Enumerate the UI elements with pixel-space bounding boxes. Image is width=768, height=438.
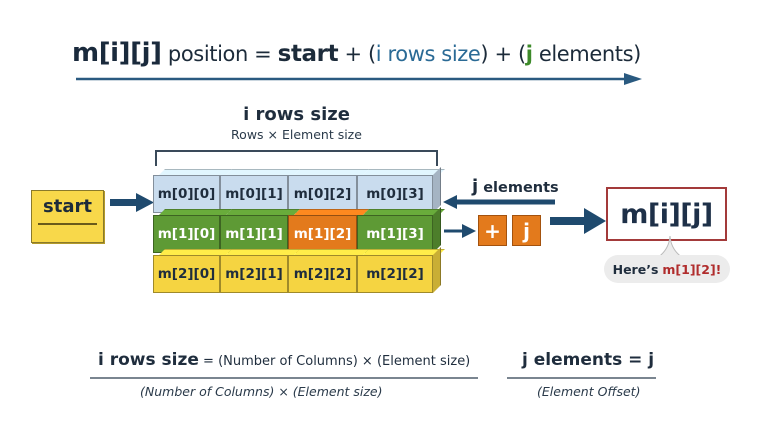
start-box: start — [31, 190, 104, 243]
title-position-text: position = — [161, 42, 278, 66]
title-mid: ) + ( — [480, 42, 526, 66]
formula-i-divider — [90, 377, 478, 379]
matrix-cell: m[0][3] — [357, 175, 433, 213]
title-matrix: m[i][j] — [72, 38, 162, 68]
plus-box: + — [478, 215, 507, 246]
formula-i-lhs: i rows size — [98, 350, 199, 370]
row-to-plus-arrow-icon — [444, 224, 476, 238]
matrix-cell-highlighted: m[1][2] — [288, 215, 357, 253]
result-box: m[i][j] — [606, 187, 727, 241]
speech-bubble-tail — [656, 236, 684, 258]
start-underline — [38, 223, 97, 225]
bubble-prefix: Here’s — [612, 261, 659, 277]
title-elements: elements) — [532, 42, 642, 66]
j-elements-label: j elements — [472, 176, 559, 197]
i-rows-heading: i rows size — [243, 104, 350, 125]
j-box: j — [512, 215, 541, 246]
formula-i-rhs: = (Number of Columns) × (Element size) — [198, 354, 471, 369]
title-plus-1: + ( — [338, 42, 376, 66]
formula-j-elements: j elements = j — [522, 350, 655, 370]
start-arrow-icon — [110, 193, 154, 212]
i-rows-bracket — [155, 150, 438, 166]
matrix-cell: m[1][1] — [220, 215, 288, 253]
j-elements-j: j — [472, 176, 479, 197]
matrix-cell: m[2][0] — [153, 255, 220, 293]
matrix-row-side-face — [433, 167, 441, 213]
title-j: j — [525, 42, 533, 66]
j-elements-text: elements — [478, 180, 559, 196]
matrix-cell: m[1][3] — [357, 215, 433, 253]
i-rows-header: i rows size Rows × Element size — [155, 104, 438, 142]
matrix-cell: m[2][1] — [220, 255, 288, 293]
formula-i-denominator: (Number of Columns) × (Element size) — [140, 384, 383, 399]
matrix-cell: m[2][2] — [357, 255, 433, 293]
matrix-cell: m[1][0] — [153, 215, 220, 253]
formula-j-divider — [507, 377, 656, 379]
bubble-value: m[1][2]! — [662, 261, 722, 277]
matrix-cell: m[0][0] — [153, 175, 220, 213]
title-i-rows: i rows size — [375, 42, 481, 66]
formula-i-rows: i rows size = (Number of Columns) × (Ele… — [98, 350, 470, 370]
matrix-cell: m[0][1] — [220, 175, 288, 213]
start-label: start — [43, 196, 92, 217]
matrix-row-side-face — [433, 207, 441, 253]
j-elements-left-arrow-icon — [443, 195, 555, 209]
to-result-arrow-icon — [550, 208, 606, 234]
title-start: start — [277, 41, 339, 67]
title-formula: m[i][j] position = start + (i rows size)… — [72, 38, 641, 68]
matrix-cell: m[0][2] — [288, 175, 357, 213]
i-rows-subheading: Rows × Element size — [231, 127, 362, 142]
matrix-cell: m[2][2] — [288, 255, 357, 293]
title-underline-arrow-icon — [76, 73, 642, 85]
formula-j-denominator: (Element Offset) — [537, 384, 641, 399]
matrix-row-side-face — [433, 247, 441, 293]
